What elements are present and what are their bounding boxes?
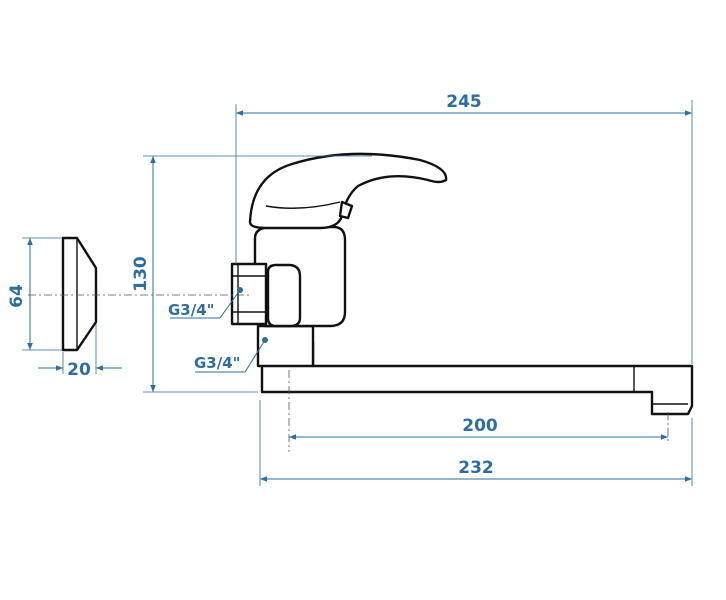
dimension-flange-diameter: 64 [7,237,62,351]
thread-label-upper: G3/4" [168,301,214,319]
dimension-label-64: 64 [7,284,27,308]
dimension-spout-reach: 200 [289,416,668,440]
thread-label-lower: G3/4" [194,354,240,372]
dimension-height: 130 [131,155,372,393]
thread-callout-upper: G3/4" [168,287,243,319]
dimension-label-245: 245 [446,92,482,112]
dimension-label-200: 200 [462,416,498,436]
dimension-flange-depth: 20 [38,324,122,380]
dimension-total-width: 245 [235,92,693,364]
thread-callout-lower: G3/4" [194,337,268,373]
faucet-body [230,152,694,416]
dimension-spout-length: 232 [259,400,693,486]
dimension-label-232: 232 [458,458,494,478]
dimension-label-20: 20 [67,360,91,380]
wall-flange [61,236,98,352]
dimension-label-130: 130 [131,256,151,292]
